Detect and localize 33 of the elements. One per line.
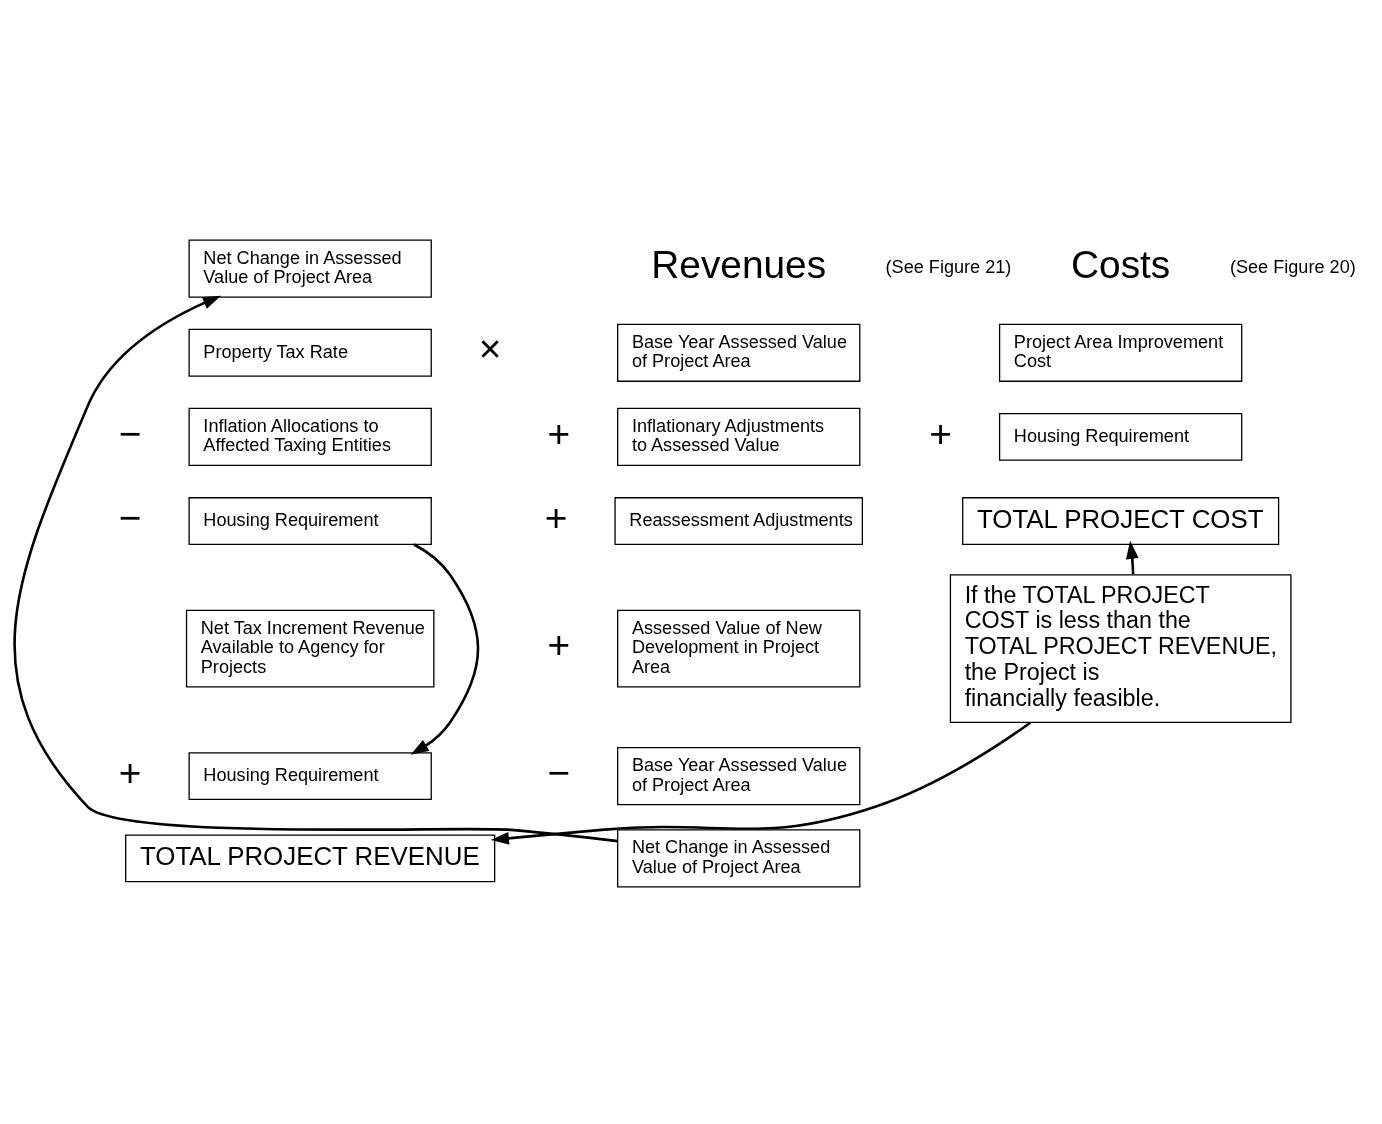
label: − xyxy=(547,750,571,794)
node-box: Housing Requirement xyxy=(188,751,432,800)
label: + xyxy=(544,495,568,539)
label: + xyxy=(547,411,571,455)
label: − xyxy=(118,495,142,539)
arrow xyxy=(410,542,480,755)
node-box: Assessed Value of New Development in Project Area xyxy=(617,609,861,687)
node-box: TOTAL PROJECT COST xyxy=(962,496,1280,545)
node-box: Net Change in Assessed Value of Project Area xyxy=(188,238,432,298)
node-box: Property Tax Rate xyxy=(188,328,432,377)
label: Revenues xyxy=(651,242,827,286)
node-box: Housing Requirement xyxy=(188,496,432,545)
label: + xyxy=(118,750,142,794)
label: Costs xyxy=(1071,242,1171,286)
node-box: Base Year Assessed Value of Project Area xyxy=(617,746,861,805)
node-box: Housing Requirement xyxy=(998,412,1243,461)
label: + xyxy=(547,622,571,666)
node-box: Inflation Allocations to Affected Taxing Entities xyxy=(188,407,432,466)
arrow xyxy=(490,721,1032,845)
label: (See Figure 20) xyxy=(1229,256,1356,277)
label: + xyxy=(929,411,953,455)
node-box: Project Area Improvement Cost xyxy=(998,323,1243,382)
arrow xyxy=(13,295,618,842)
label: × xyxy=(478,326,502,370)
label: (See Figure 21) xyxy=(885,256,1012,277)
node-box: Base Year Assessed Value of Project Area xyxy=(617,323,861,382)
node-box: Net Tax Increment Revenue Available to Agency for Projects xyxy=(185,609,435,687)
node-box: Net Change in Assessed Value of Project Area xyxy=(617,828,861,887)
node-box: If the TOTAL PROJECT COST is less than the TOTAL PROJECT REVENUE, the Project is financially feasible. xyxy=(949,573,1292,723)
node-box: Reassessment Adjustments xyxy=(614,496,863,545)
node-box: Inflationary Adjustments to Assessed Value xyxy=(617,407,861,466)
node-box: TOTAL PROJECT REVENUE xyxy=(125,833,496,882)
label: − xyxy=(118,411,142,455)
